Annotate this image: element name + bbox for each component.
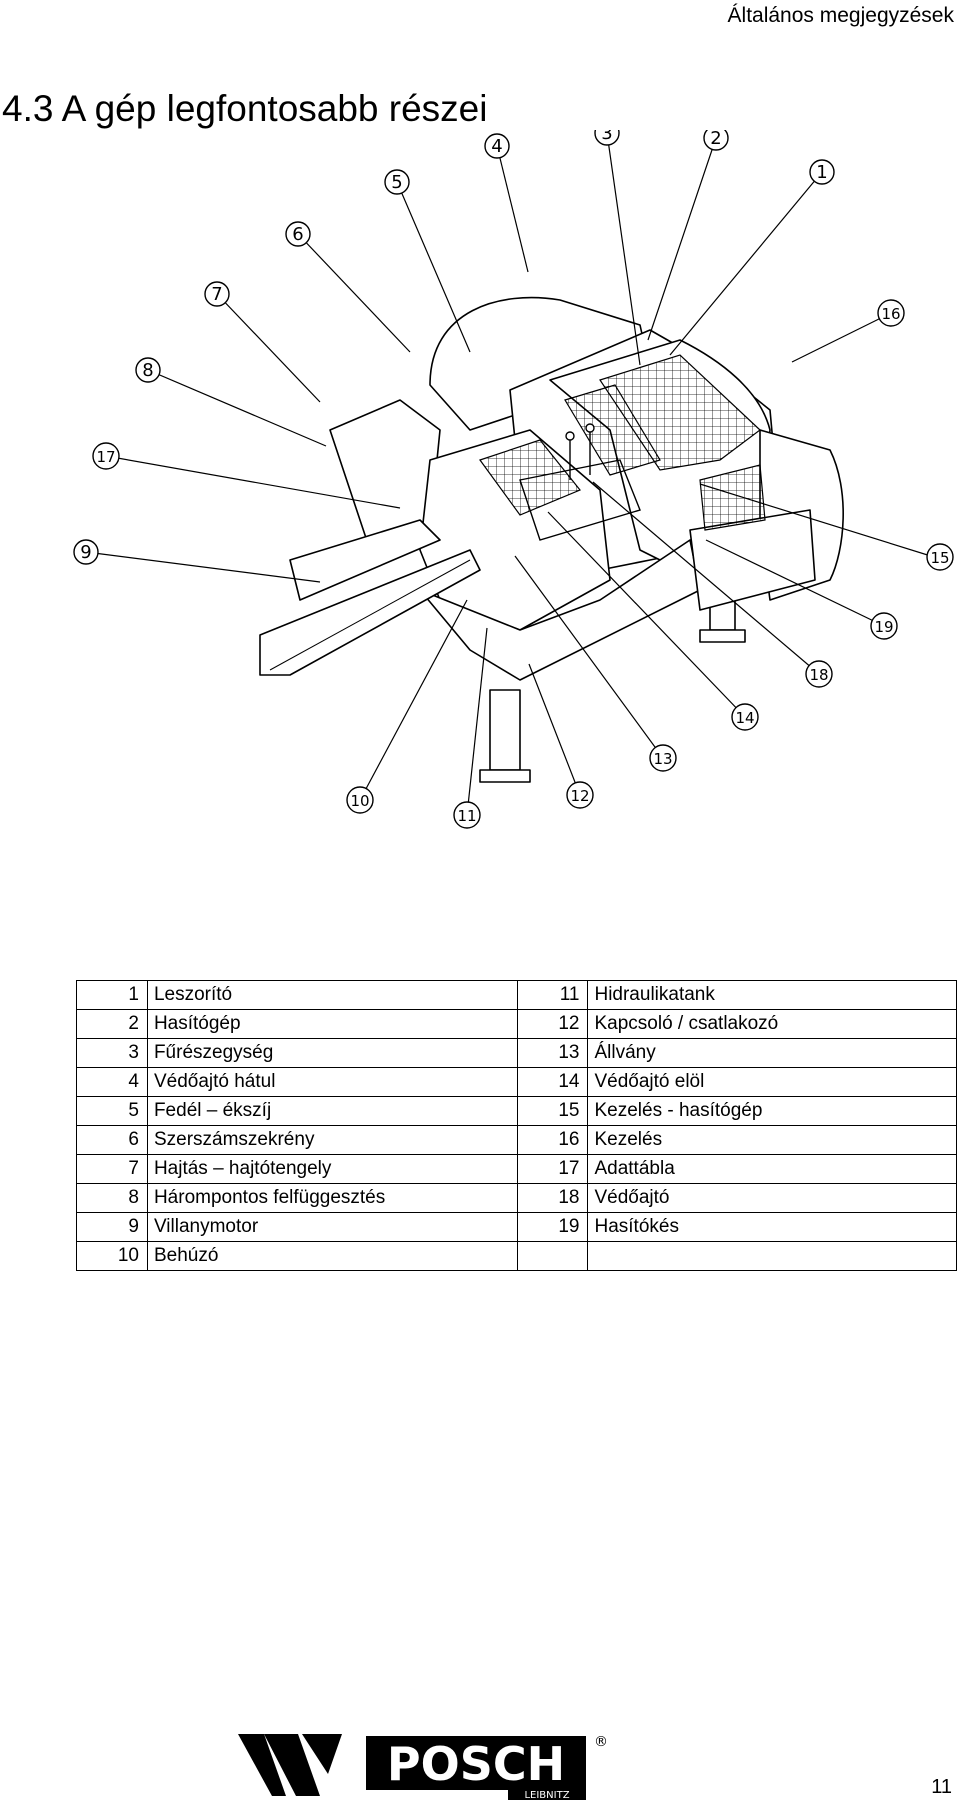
part-name: Védőajtó: [587, 1183, 957, 1213]
svg-text:10: 10: [350, 792, 369, 810]
page-number: 11: [931, 1776, 952, 1798]
logo-sub: LEIBNITZ: [524, 1790, 569, 1800]
callout-7: 7: [204, 281, 230, 307]
callout-13: 13: [649, 744, 677, 772]
posch-logo: POSCH LEIBNITZ ®: [238, 1734, 608, 1800]
part-number: 8: [76, 1183, 148, 1213]
callout-16: 16: [877, 299, 905, 327]
part-number: 7: [76, 1154, 148, 1184]
page-title: 4.3 A gép legfontosabb részei: [2, 88, 488, 129]
svg-text:7: 7: [211, 284, 222, 305]
part-name: Hidraulikatank: [587, 980, 957, 1010]
part-name: Kapcsoló / csatlakozó: [587, 1009, 957, 1039]
part-number: 5: [76, 1096, 148, 1126]
part-name: Behúzó: [146, 1241, 518, 1271]
svg-text:9: 9: [80, 542, 91, 563]
callout-14: 14: [731, 703, 759, 731]
part-number: 16: [516, 1125, 589, 1155]
callout-11: 11: [453, 801, 481, 829]
part-number: 17: [516, 1154, 589, 1184]
svg-text:18: 18: [809, 666, 828, 684]
part-number: 9: [76, 1212, 148, 1242]
part-name: Védőajtó hátul: [146, 1067, 518, 1097]
part-number: 13: [516, 1038, 589, 1068]
svg-text:3: 3: [601, 130, 612, 144]
part-number: 11: [516, 980, 589, 1010]
part-number: [516, 1241, 589, 1271]
part-number: 6: [76, 1125, 148, 1155]
callout-5: 5: [384, 169, 410, 195]
svg-text:19: 19: [874, 618, 893, 636]
callout-8: 8: [135, 357, 161, 383]
svg-text:2: 2: [710, 130, 721, 149]
part-name: Villanymotor: [146, 1212, 518, 1242]
part-name: Hasítókés: [587, 1212, 957, 1242]
part-number: 10: [76, 1241, 148, 1271]
part-number: 19: [516, 1212, 589, 1242]
callout-18: 18: [805, 660, 833, 688]
part-name: Leszorító: [146, 980, 518, 1010]
callout-2: 2: [703, 130, 729, 151]
part-number: 2: [76, 1009, 148, 1039]
svg-text:13: 13: [653, 750, 672, 768]
svg-text:1: 1: [816, 162, 827, 183]
callout-10: 10: [346, 786, 374, 814]
svg-text:8: 8: [142, 360, 153, 381]
part-name: Fedél – ékszíj: [146, 1096, 518, 1126]
part-number: 18: [516, 1183, 589, 1213]
part-name: Fűrészegység: [146, 1038, 518, 1068]
callout-15: 15: [926, 543, 954, 571]
part-name: Kezelés - hasítógép: [587, 1096, 957, 1126]
callout-17: 17: [92, 442, 120, 470]
callout-6: 6: [285, 221, 311, 247]
part-number: 1: [76, 980, 148, 1010]
svg-text:4: 4: [491, 136, 502, 157]
part-number: 4: [76, 1067, 148, 1097]
callout-19: 19: [870, 612, 898, 640]
part-name: Kezelés: [587, 1125, 957, 1155]
callout-4: 4: [484, 133, 510, 159]
svg-text:12: 12: [570, 787, 589, 805]
callout-3: 3: [594, 130, 620, 146]
svg-text:6: 6: [292, 224, 303, 245]
machine-illustration: 1 2 3 4 5 6 7 8 9 10 11 12 13 14 15 16 1…: [73, 130, 954, 829]
logo-registered: ®: [594, 1734, 608, 1750]
part-name: Szerszámszekrény: [146, 1125, 518, 1155]
svg-text:5: 5: [391, 172, 402, 193]
svg-text:15: 15: [930, 549, 949, 567]
svg-text:17: 17: [96, 448, 115, 466]
svg-text:11: 11: [457, 807, 476, 825]
svg-text:16: 16: [881, 305, 900, 323]
part-number: 12: [516, 1009, 589, 1039]
part-name: Állvány: [587, 1038, 957, 1068]
part-number: 3: [76, 1038, 148, 1068]
callout-9: 9: [73, 539, 99, 565]
logo-brand: POSCH: [387, 1737, 565, 1791]
part-name: Hasítógép: [146, 1009, 518, 1039]
svg-text:14: 14: [735, 709, 754, 727]
part-name: Hárompontos felfüggesztés: [146, 1183, 518, 1213]
part-name: Adattábla: [587, 1154, 957, 1184]
section-header: Általános megjegyzések: [727, 4, 954, 27]
part-name: [587, 1241, 957, 1271]
part-name: Védőajtó elöl: [587, 1067, 957, 1097]
part-number: 14: [516, 1067, 589, 1097]
callout-12: 12: [566, 781, 594, 809]
part-number: 15: [516, 1096, 589, 1126]
callout-1: 1: [809, 159, 835, 185]
part-name: Hajtás – hajtótengely: [146, 1154, 518, 1184]
